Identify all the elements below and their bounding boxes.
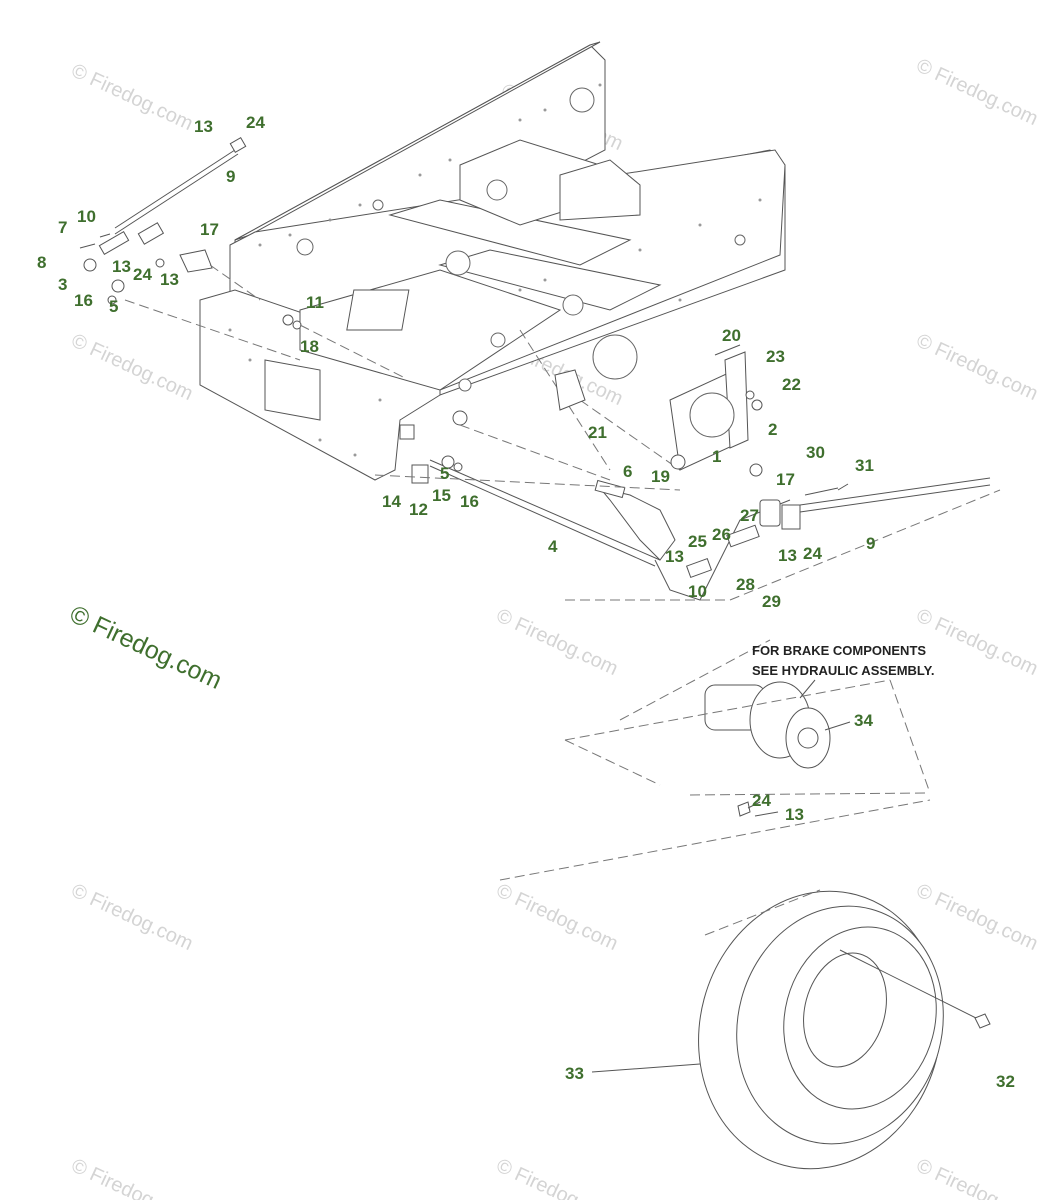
watermark: © Firedog.com bbox=[493, 880, 621, 955]
callout-24: 24 bbox=[752, 791, 771, 810]
watermark: © Firedog.com bbox=[493, 605, 621, 680]
callout-24: 24 bbox=[803, 544, 822, 563]
leader-lines bbox=[747, 483, 851, 809]
callout-29: 29 bbox=[762, 592, 781, 611]
note-line-2: SEE HYDRAULIC ASSEMBLY. bbox=[752, 663, 935, 678]
watermark: © Firedog.com bbox=[913, 330, 1041, 405]
callout-5: 5 bbox=[109, 297, 118, 316]
motor-mount-bracket bbox=[554, 344, 763, 477]
callout-24: 24 bbox=[133, 265, 152, 284]
note-line-1: FOR BRAKE COMPONENTS bbox=[752, 643, 926, 658]
callout-17: 17 bbox=[776, 470, 795, 489]
callout-30: 30 bbox=[806, 443, 825, 462]
callout-2: 2 bbox=[768, 420, 777, 439]
guide-lines bbox=[374, 474, 1001, 601]
callout-1: 1 bbox=[712, 447, 721, 466]
callout-16: 16 bbox=[74, 291, 93, 310]
callout-31: 31 bbox=[855, 456, 874, 475]
callout-13: 13 bbox=[112, 257, 131, 276]
callout-13: 13 bbox=[194, 117, 213, 136]
callout-28: 28 bbox=[736, 575, 755, 594]
callout-13: 13 bbox=[785, 805, 804, 824]
callout-9: 9 bbox=[866, 534, 875, 553]
frame-assembly bbox=[199, 41, 786, 481]
callout-18: 18 bbox=[300, 337, 319, 356]
hydraulic-motor bbox=[564, 639, 931, 817]
callout-24: 24 bbox=[246, 113, 265, 132]
watermark: © Firedog.com bbox=[68, 60, 196, 135]
callout-16: 16 bbox=[460, 492, 479, 511]
watermark: © Firedog.com bbox=[493, 1155, 621, 1200]
callout-6: 6 bbox=[623, 462, 632, 481]
watermark-large: © Firedog.com bbox=[65, 600, 226, 695]
callout-23: 23 bbox=[766, 347, 785, 366]
callout-11: 11 bbox=[306, 293, 324, 312]
callout-4: 4 bbox=[548, 537, 558, 556]
callout-10: 10 bbox=[688, 582, 707, 601]
callout-22: 22 bbox=[782, 375, 801, 394]
callout-20: 20 bbox=[722, 326, 741, 345]
watermark: © Firedog.com bbox=[68, 880, 196, 955]
callout-34: 34 bbox=[854, 711, 873, 730]
callout-9: 9 bbox=[226, 167, 235, 186]
callout-5: 5 bbox=[440, 464, 449, 483]
callout-27: 27 bbox=[740, 506, 759, 525]
callout-12: 12 bbox=[409, 500, 428, 519]
callout-14: 14 bbox=[382, 492, 401, 511]
callout-17: 17 bbox=[200, 220, 219, 239]
callout-3: 3 bbox=[58, 275, 67, 294]
watermark: © Firedog.com bbox=[68, 1155, 196, 1200]
callout-32: 32 bbox=[996, 1072, 1015, 1091]
wheel-assembly bbox=[499, 799, 991, 1170]
callout-13: 13 bbox=[665, 547, 684, 566]
watermark: © Firedog.com bbox=[913, 880, 1041, 955]
callout-15: 15 bbox=[432, 486, 451, 505]
callout-10: 10 bbox=[77, 207, 96, 226]
callouts: 13 24 9 10 7 17 8 13 24 13 3 16 5 11 18 … bbox=[37, 113, 1015, 1091]
watermark: © Firedog.com bbox=[68, 330, 196, 405]
upper-linkage bbox=[79, 136, 406, 379]
callout-33: 33 bbox=[565, 1064, 584, 1083]
callout-25: 25 bbox=[688, 532, 707, 551]
callout-8: 8 bbox=[37, 253, 46, 272]
callout-13: 13 bbox=[160, 270, 179, 289]
callout-26: 26 bbox=[712, 525, 731, 544]
callout-7: 7 bbox=[58, 218, 67, 237]
callout-21: 21 bbox=[588, 423, 607, 442]
lower-linkage bbox=[399, 329, 991, 601]
callout-19: 19 bbox=[651, 467, 670, 486]
watermark: © Firedog.com bbox=[913, 55, 1041, 130]
callout-13: 13 bbox=[778, 546, 797, 565]
watermark: © Firedog.com bbox=[913, 1155, 1041, 1200]
